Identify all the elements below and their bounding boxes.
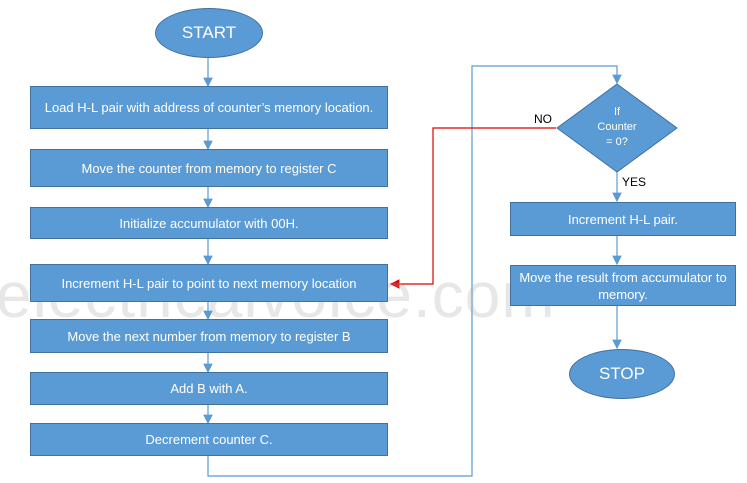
step-init-accumulator: Initialize accumulator with 00H.	[30, 207, 388, 239]
no-label: NO	[534, 112, 552, 126]
decision-label: If Counter = 0?	[597, 106, 637, 148]
step-label: Increment H-L pair to point to next memo…	[61, 275, 357, 291]
arrow-decision-no-loop	[389, 127, 556, 289]
step-label: Move the result from accumulator to memo…	[519, 269, 727, 302]
step-label: Add B with A.	[170, 381, 248, 396]
step-move-next-number: Move the next number from memory to regi…	[30, 319, 388, 353]
step-increment-hl: Increment H-L pair.	[510, 202, 736, 236]
step-label: Increment H-L pair.	[567, 211, 679, 227]
step-add-b-a: Add B with A.	[30, 372, 388, 405]
step-label: Move the next number from memory to regi…	[67, 328, 351, 344]
step-label: Decrement counter C.	[145, 432, 273, 447]
step-decrement-counter: Decrement counter C.	[30, 423, 388, 456]
step-label: Load H-L pair with address of counter’s …	[44, 100, 374, 115]
step-increment-hl-next: Increment H-L pair to point to next memo…	[30, 264, 388, 302]
start-terminal: START	[155, 8, 263, 58]
start-label: START	[181, 23, 237, 42]
stop-terminal: STOP	[569, 349, 675, 399]
stop-label: STOP	[599, 364, 645, 383]
yes-label: YES	[622, 175, 647, 189]
step-label: Move the counter from memory to register…	[81, 160, 337, 176]
step-move-result: Move the result from accumulator to memo…	[510, 265, 736, 306]
step-move-counter: Move the counter from memory to register…	[30, 149, 388, 187]
step-label: Initialize accumulator with 00H.	[119, 215, 299, 231]
decision-diamond	[556, 83, 678, 173]
arrow-step7-to-decision	[207, 65, 622, 477]
step-load-hl: Load H-L pair with address of counter’s …	[30, 86, 388, 129]
